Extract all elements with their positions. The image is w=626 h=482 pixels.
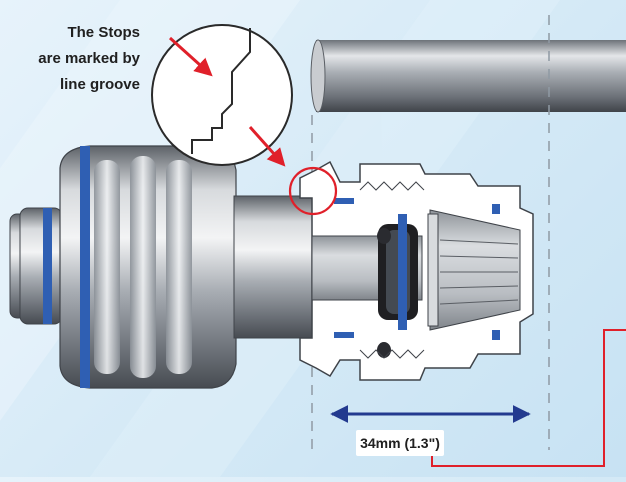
red-connector-line	[431, 329, 626, 467]
fitting-sleeve	[233, 195, 313, 339]
callout-line-2: are marked by	[38, 50, 140, 67]
stop-highlight-ring	[288, 166, 338, 216]
stop-pointer-arrow	[248, 126, 286, 167]
stops-callout: The Stops are marked by line groove	[8, 20, 140, 98]
pipe	[310, 39, 626, 113]
dimension-label: 34mm (1.3")	[356, 430, 444, 456]
callout-line-1: The Stops	[67, 24, 140, 41]
magnifier-arrow	[168, 36, 213, 77]
callout-line-3: line groove	[59, 76, 140, 93]
magnifier-detail	[151, 24, 293, 166]
stop-marker	[248, 126, 338, 216]
collet-nut	[59, 145, 237, 389]
fitting-left-end	[9, 207, 63, 325]
fitting-cross-section	[299, 160, 534, 381]
